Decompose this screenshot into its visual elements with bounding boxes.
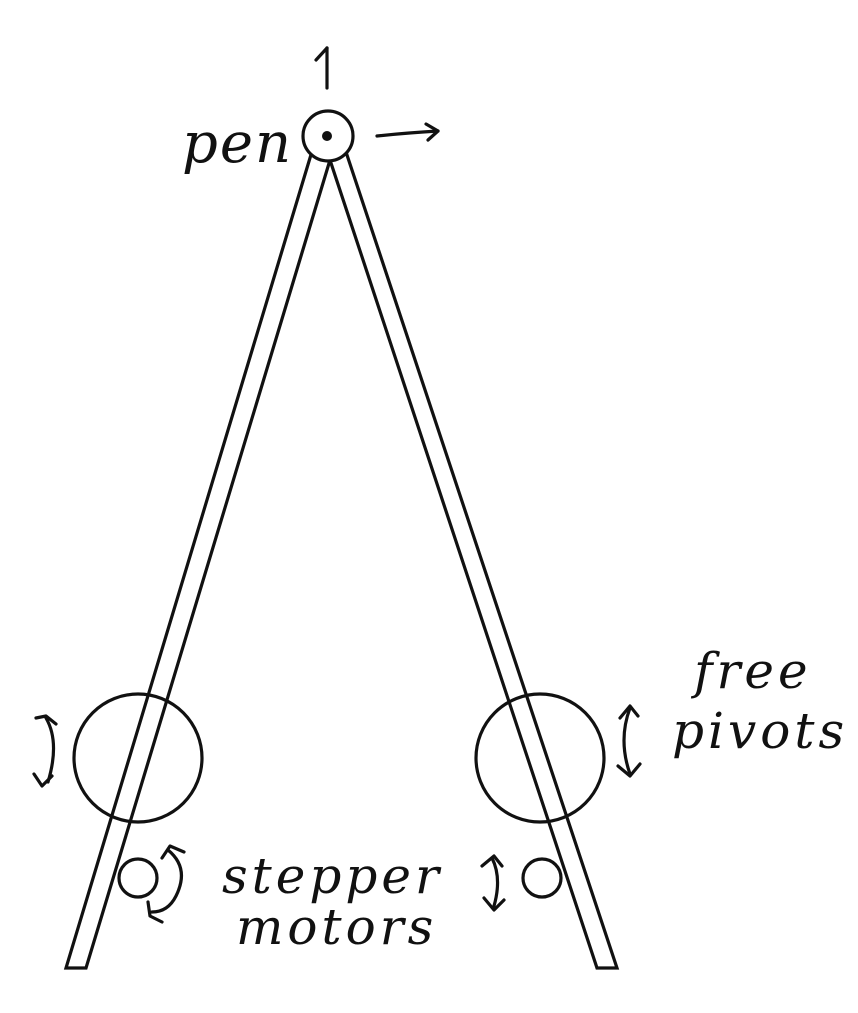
pen-tip-dot (322, 131, 332, 141)
free-pivots-label-line2: pivots (672, 702, 848, 760)
stepper-motors-label-line2: motors (236, 898, 437, 956)
left-free-pivot (72, 692, 204, 824)
right-stepper-rotation-arrow (480, 854, 506, 912)
left-arm (63, 145, 332, 970)
pen-label: pen (182, 111, 293, 176)
right-pivot-rotation-arrow (616, 704, 642, 778)
left-pivot-rotation-arrow (32, 714, 58, 788)
left-stepper-rotation-arrow (146, 844, 186, 924)
stepper-motors-label-line1: stepper (222, 847, 443, 905)
right-arm (328, 149, 620, 970)
pen-right-motion-arrow (375, 122, 440, 142)
right-free-pivot (474, 692, 606, 824)
left-stepper-motor (117, 857, 159, 899)
right-stepper-motor (521, 857, 563, 899)
pen-up-motion-arrow (314, 46, 329, 90)
free-pivots-label-line1: free (690, 642, 812, 700)
